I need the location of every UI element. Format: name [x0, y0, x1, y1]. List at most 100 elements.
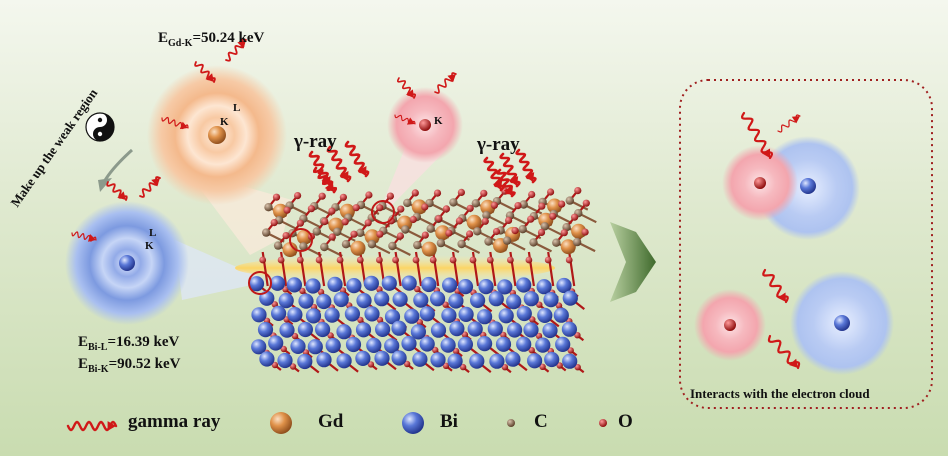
o-atom [421, 231, 429, 239]
gamma-ray-icon [344, 140, 370, 178]
bi-atom [430, 291, 446, 307]
c-atom [540, 222, 549, 231]
gd-atom [560, 239, 576, 255]
gamma-ray-icon [499, 152, 521, 188]
bi-atom [297, 321, 313, 338]
o-atom [396, 232, 404, 240]
o-atom [466, 204, 474, 212]
gd-atom [350, 240, 366, 256]
o-atom [317, 288, 325, 296]
c-atom [273, 241, 283, 250]
c-atom [529, 238, 538, 247]
bi-atom [305, 308, 322, 324]
bi-atom [286, 277, 302, 293]
o-atom [536, 301, 543, 308]
o-atom [461, 331, 469, 338]
bi-atom [307, 339, 323, 355]
bi-atom [316, 293, 332, 310]
legend-gamma-ray-icon [66, 420, 118, 432]
bi-atom [374, 291, 390, 307]
o-atom [296, 256, 304, 264]
bi-atom [324, 307, 340, 323]
bi-atom [487, 321, 503, 337]
c-atom [299, 242, 308, 251]
o-atom [574, 187, 582, 195]
bi-atom [363, 275, 379, 291]
bi-atom [470, 292, 486, 308]
bi-atom [333, 291, 349, 308]
o-atom [582, 199, 590, 207]
o-atom [294, 192, 302, 200]
electron-cloud-panel [679, 79, 933, 409]
o-atom [486, 256, 494, 264]
bi-atom [392, 291, 408, 307]
bi-atom [555, 336, 571, 352]
highlight-ring-o [371, 200, 395, 224]
bi-atom [413, 292, 429, 308]
c-atom [388, 241, 397, 251]
bi-atom [375, 321, 391, 337]
o-atom [280, 345, 287, 353]
o-atom [435, 215, 443, 223]
panel-bi-atom-top [800, 178, 816, 194]
bi-atom [278, 293, 294, 309]
bi-atom [316, 352, 332, 368]
bi-l-energy-label: EBi-L=16.39 keV [78, 334, 180, 353]
legend-c-label: C [534, 411, 548, 432]
yin-yang-icon [85, 112, 115, 142]
bi-atom [410, 324, 426, 340]
o-atom [376, 256, 383, 264]
o-atom [283, 206, 291, 214]
o-atom [571, 213, 579, 221]
o-atom [544, 256, 552, 264]
bi-atom [384, 309, 401, 325]
o-atom [392, 256, 399, 264]
c-atom [572, 237, 582, 247]
bi-atom [271, 305, 287, 321]
bi-k-energy-label: EBi-K=90.52 keV [78, 356, 181, 375]
gamma-ray-icon [71, 231, 97, 242]
gamma-ray-icon [313, 166, 337, 194]
highlight-ring-gd [289, 228, 313, 252]
bi-atom [495, 336, 512, 352]
o-atom [299, 287, 306, 295]
o-atom [282, 232, 290, 240]
o-atom [352, 204, 360, 212]
bi-atom [374, 350, 390, 366]
c-atom [320, 242, 329, 252]
o-atom [535, 332, 543, 340]
c-atom [473, 227, 482, 236]
o-atom [505, 216, 513, 224]
o-atom [376, 230, 384, 238]
bi-atom [562, 290, 578, 306]
o-atom [549, 212, 557, 220]
gamma-ray-icon [483, 156, 505, 192]
gd-atom [466, 214, 482, 230]
gamma-ray-icon [225, 38, 247, 62]
c-atom [312, 227, 321, 236]
bi-atom [506, 322, 523, 338]
gd-atom [411, 199, 427, 215]
o-atom [416, 319, 423, 326]
o-atom [449, 256, 457, 264]
o-atom [560, 229, 568, 237]
gamma-ray-icon [394, 114, 416, 125]
bi-atom [257, 322, 274, 338]
o-atom [365, 191, 373, 199]
curved-arrow-icon [102, 148, 134, 183]
legend-bi-atom-icon [402, 412, 424, 434]
bi-atom [391, 320, 407, 336]
o-atom [272, 193, 281, 201]
o-atom [442, 362, 450, 369]
o-atom [429, 256, 437, 264]
c-atom [333, 227, 342, 236]
gamma-ray-icon [396, 77, 417, 99]
c-atom [367, 240, 377, 249]
bi-atom [488, 291, 504, 307]
bi-atom [279, 322, 295, 338]
o-atom [525, 256, 533, 264]
bi-nucleus [119, 255, 135, 271]
o-atom [442, 205, 450, 213]
o-atom [328, 233, 336, 241]
